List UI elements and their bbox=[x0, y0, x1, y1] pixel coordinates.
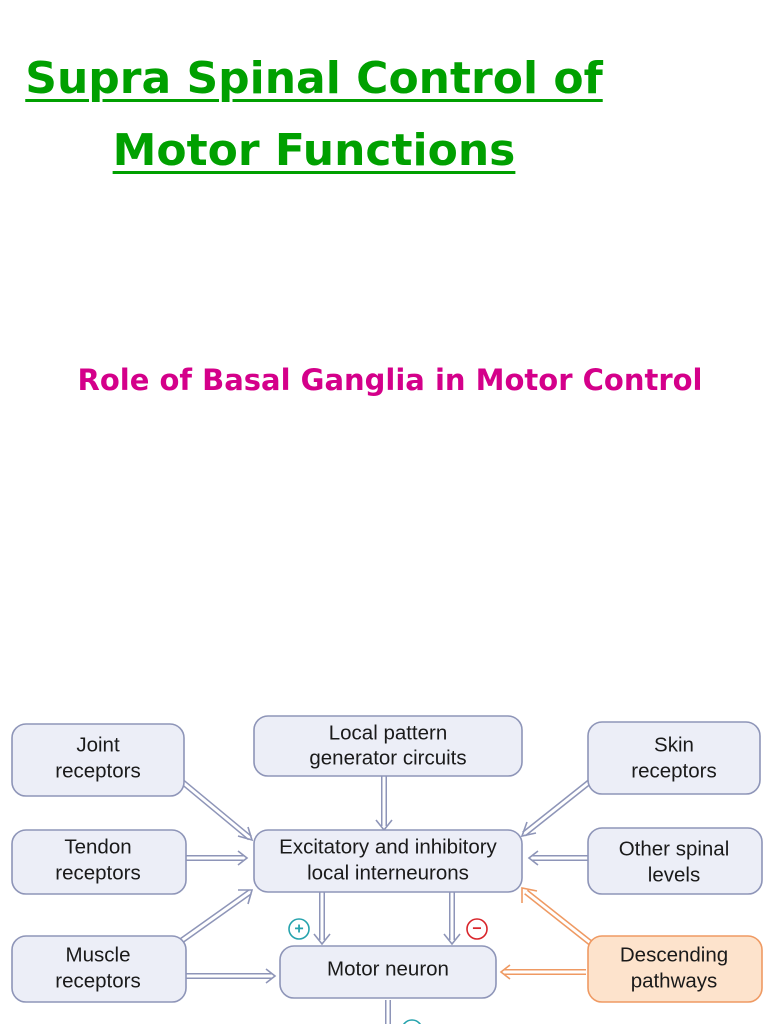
title-line-2: Motor Functions bbox=[112, 125, 516, 176]
minus-sign-text: − bbox=[472, 921, 481, 938]
node-descending-line-1: Descending bbox=[620, 944, 728, 967]
arrow-other-spinal-to-interneurons bbox=[527, 850, 588, 866]
node-other-spinal-levels: Other spinal levels bbox=[587, 827, 763, 895]
arrow-skin-to-interneurons bbox=[520, 777, 594, 838]
node-muscle-line-2: receptors bbox=[55, 970, 140, 993]
arrow-muscle-to-motor-neuron bbox=[186, 968, 277, 984]
plus-sign-marker: + bbox=[288, 918, 310, 940]
node-tendon-line-1: Tendon bbox=[64, 836, 131, 859]
node-local-pattern-line-1: Local pattern bbox=[329, 722, 448, 745]
node-descending-pathways: Descending pathways bbox=[587, 935, 763, 1003]
output-sign-circle bbox=[403, 1019, 421, 1024]
node-interneurons-line-1: Excitatory and inhibitory bbox=[279, 836, 497, 859]
arrow-tendon-to-interneurons bbox=[186, 850, 249, 866]
node-descending-line-2: pathways bbox=[631, 970, 718, 993]
node-muscle-line-1: Muscle bbox=[66, 944, 131, 967]
node-joint-line-2: receptors bbox=[55, 760, 140, 783]
node-interneurons-line-2: local interneurons bbox=[307, 862, 469, 885]
arrow-muscle-to-interneurons bbox=[172, 889, 254, 949]
node-local-pattern-generator: Local pattern generator circuits bbox=[253, 715, 523, 777]
node-tendon-receptors: Tendon receptors bbox=[11, 829, 187, 895]
subtitle: Role of Basal Ganglia in Motor Control bbox=[77, 363, 703, 397]
node-motor-neuron-label: Motor neuron bbox=[327, 958, 449, 981]
node-motor-neuron: Motor neuron bbox=[279, 945, 497, 999]
arrow-local-pattern-to-interneurons bbox=[375, 776, 393, 832]
node-joint-receptors: Joint receptors bbox=[11, 723, 185, 797]
node-muscle-receptors: Muscle receptors bbox=[11, 935, 187, 1003]
title-line-1: Supra Spinal Control of bbox=[25, 53, 603, 104]
plus-sign-text: + bbox=[294, 921, 303, 938]
node-local-pattern-line-2: generator circuits bbox=[309, 747, 466, 770]
spinal-motor-diagram: Joint receptors Local pattern generator … bbox=[11, 715, 763, 1024]
arrow-interneurons-to-motor-neuron-inhibitory bbox=[443, 892, 461, 946]
node-local-interneurons: Excitatory and inhibitory local interneu… bbox=[253, 829, 523, 893]
arrow-descending-to-motor-neuron bbox=[499, 964, 586, 980]
node-skin-receptors: Skin receptors bbox=[587, 721, 761, 795]
node-tendon-line-2: receptors bbox=[55, 862, 140, 885]
node-other-spinal-line-1: Other spinal bbox=[619, 838, 730, 861]
arrow-descending-to-interneurons bbox=[521, 887, 604, 955]
node-joint-line-1: Joint bbox=[76, 734, 120, 757]
connectors bbox=[172, 776, 604, 1024]
minus-sign-marker: − bbox=[466, 918, 488, 940]
arrow-interneurons-to-motor-neuron-excitatory bbox=[313, 892, 331, 946]
node-skin-line-1: Skin bbox=[654, 734, 694, 757]
arrow-joint-to-interneurons bbox=[178, 777, 254, 842]
node-other-spinal-line-2: levels bbox=[648, 864, 700, 887]
node-skin-line-2: receptors bbox=[631, 760, 716, 783]
